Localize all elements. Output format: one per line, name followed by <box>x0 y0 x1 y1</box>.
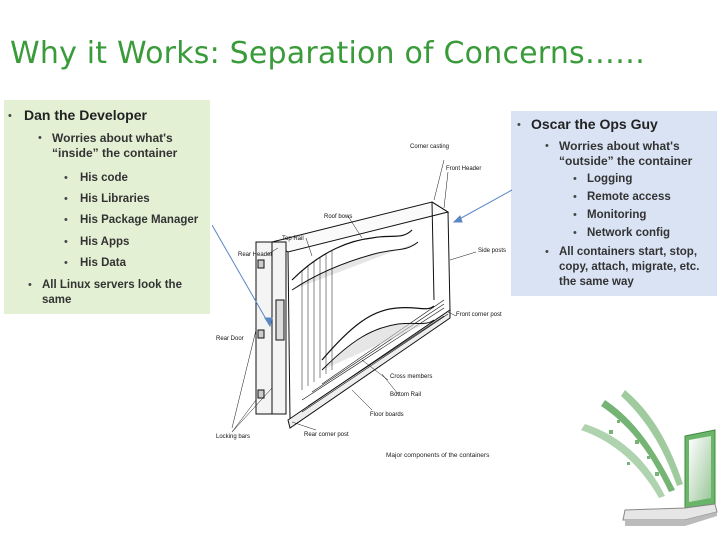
bullet-icon: • <box>545 246 549 258</box>
label-rear-header: Rear Header <box>238 252 272 258</box>
bullet-icon: • <box>64 214 68 226</box>
diagram-caption: Major components of the containers <box>386 452 490 459</box>
developer-item: His Apps <box>80 236 130 248</box>
ops-item: Remote access <box>587 191 671 203</box>
ops-sub: Worries about what's “outside” the conta… <box>559 139 693 168</box>
developer-item: His Libraries <box>80 193 150 205</box>
ops-item: Logging <box>587 173 633 185</box>
bullet-icon: • <box>517 119 521 131</box>
label-cross-members: Cross members <box>390 374 432 380</box>
ops-heading: Oscar the Ops Guy <box>531 116 658 132</box>
label-side-posts: Side posts <box>478 248 506 254</box>
bullet-icon: • <box>573 209 577 221</box>
label-locking-bars: Locking bars <box>216 434 250 440</box>
ops-box: • Oscar the Ops Guy • Worries about what… <box>511 111 717 296</box>
label-rear-door: Rear Door <box>216 336 244 342</box>
bullet-icon: • <box>38 132 42 144</box>
developer-item: His Package Manager <box>80 214 199 226</box>
developer-heading: Dan the Developer <box>24 107 147 123</box>
developer-item: His Data <box>80 257 127 269</box>
bullet-icon: • <box>8 110 12 122</box>
bullet-icon: • <box>573 173 577 185</box>
label-corner-casting: Corner casting <box>410 144 449 150</box>
label-front-corner-post: Front corner post <box>456 312 502 318</box>
label-floor-boards: Floor boards <box>370 412 404 418</box>
label-front-header: Front Header <box>446 166 481 172</box>
developer-box: • Dan the Developer • Worries about what… <box>4 100 210 314</box>
container-diagram: Corner casting Front Header Roof bows To… <box>212 144 512 440</box>
label-rear-corner-post: Rear corner post <box>304 432 349 438</box>
developer-sub: Worries about what's “inside” the contai… <box>52 131 178 160</box>
label-roof-bows: Roof bows <box>324 214 352 220</box>
bullet-icon: • <box>573 227 577 239</box>
slide-title: Why it Works: Separation of Concerns…… <box>10 36 646 71</box>
bullet-icon: • <box>64 236 68 248</box>
bullet-icon: • <box>545 140 549 152</box>
bullet-icon: • <box>64 257 68 269</box>
developer-footer: All Linux servers look the same <box>42 279 182 306</box>
label-top-rail: Top Rail <box>282 236 304 242</box>
bullet-icon: • <box>64 172 68 184</box>
bullet-icon: • <box>573 191 577 203</box>
ops-item: Monitoring <box>587 209 647 221</box>
ops-footer: All containers start, stop, copy, attach… <box>559 246 700 288</box>
laptop-icon <box>581 390 718 526</box>
bullet-icon: • <box>64 193 68 205</box>
ops-item: Network config <box>587 227 671 239</box>
bullet-icon: • <box>28 279 32 291</box>
label-bottom-rail: Bottom Rail <box>390 392 421 398</box>
developer-item: His code <box>80 172 128 184</box>
